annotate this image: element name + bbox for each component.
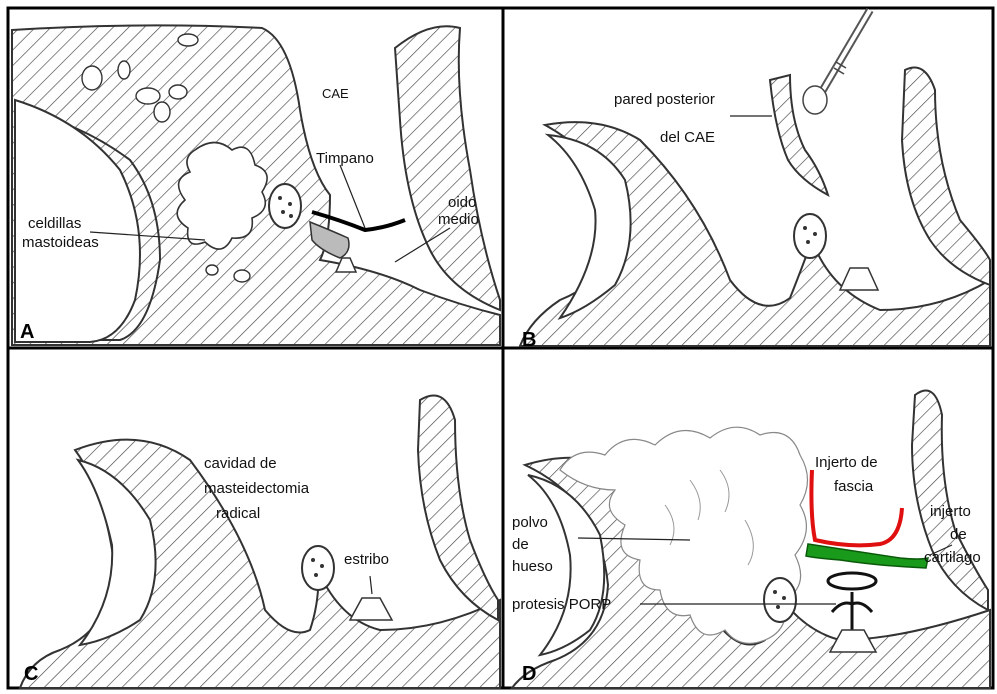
- label-injerto-fascia-1: Injerto de: [815, 454, 878, 471]
- porp-prosthesis-icon: [828, 573, 876, 630]
- label-cae: CAE: [322, 86, 349, 101]
- anterior-canal-wall-a: [395, 26, 500, 310]
- panel-letter-d: D: [522, 663, 536, 685]
- label-polvo-3: hueso: [512, 558, 553, 575]
- label-pared-2: del CAE: [660, 129, 715, 146]
- label-celdillas-2: mastoideas: [22, 234, 99, 251]
- facial-nerve-d: [764, 578, 796, 622]
- label-cavidad-1: cavidad de: [204, 455, 277, 472]
- anterior-canal-wall-c: [418, 396, 498, 621]
- label-timpano: Timpano: [316, 150, 374, 167]
- stapes-c: [350, 598, 392, 620]
- panel-d: Injerto de fascia injerto de cartilago p…: [512, 391, 990, 689]
- facial-nerve-c: [302, 546, 334, 590]
- label-pared-1: pared posterior: [614, 91, 715, 108]
- label-oido-2: medio: [438, 211, 479, 228]
- anterior-canal-wall-d: [912, 391, 988, 611]
- label-polvo-2: de: [512, 536, 529, 553]
- panel-b: pared posterior del CAE B: [520, 10, 990, 351]
- panel-letter-a: A: [20, 321, 34, 343]
- anterior-canal-wall-b: [902, 68, 990, 286]
- label-estribo: estribo: [344, 551, 389, 568]
- label-protesis: protesis PORP: [512, 596, 611, 613]
- label-cavidad-3: radical: [216, 505, 260, 522]
- panel-c: cavidad de masteidectomia radical estrib…: [20, 396, 500, 689]
- label-cavidad-2: masteidectomia: [204, 480, 310, 497]
- label-polvo-1: polvo: [512, 514, 548, 531]
- label-oido-1: oido: [448, 194, 476, 211]
- surgical-drill-icon: [803, 10, 870, 114]
- panel-a: CAE Timpano oido medio celdillas mastoid…: [12, 25, 500, 345]
- label-injerto-fascia-2: fascia: [834, 478, 874, 495]
- stapes-b: [840, 268, 878, 290]
- label-celdillas-1: celdillas: [28, 215, 81, 232]
- label-injerto-cart-1: injerto: [930, 503, 971, 520]
- label-injerto-cart-3: cartilago: [924, 549, 981, 566]
- facial-nerve: [269, 184, 301, 228]
- cartilage-graft: [806, 544, 928, 568]
- label-injerto-cart-2: de: [950, 526, 967, 543]
- stapes-d: [830, 630, 876, 652]
- facial-nerve-b: [794, 214, 826, 258]
- panel-letter-b: B: [522, 329, 536, 351]
- stapes-a: [336, 258, 356, 272]
- panel-letter-c: C: [24, 663, 38, 685]
